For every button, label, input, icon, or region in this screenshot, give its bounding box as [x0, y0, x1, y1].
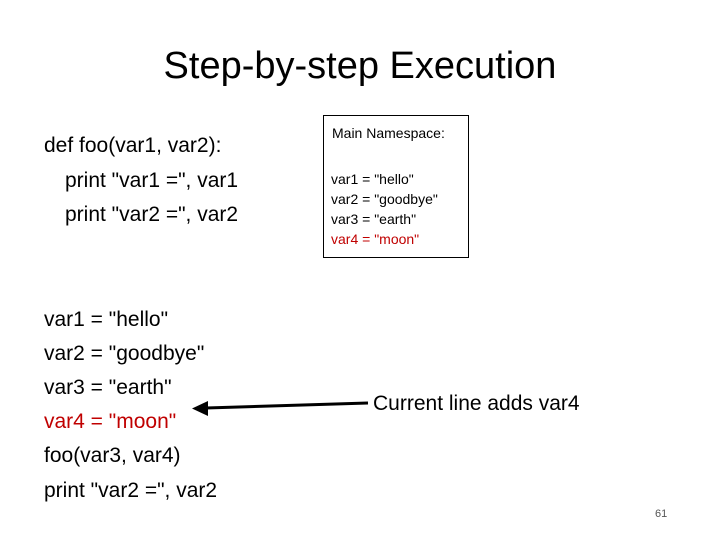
annotation-current-line: Current line adds var4 — [373, 392, 580, 415]
code-line-print-main: print "var2 =", var2 — [44, 479, 218, 502]
code-line-var1: var1 = "hello" — [44, 308, 169, 331]
namespace-entry-var2: var2 = "goodbye" — [331, 191, 438, 207]
code-line-var3: var3 = "earth" — [44, 376, 172, 399]
namespace-entry-var1: var1 = "hello" — [331, 171, 414, 187]
namespace-entry-var4-new: var4 = "moon" — [331, 231, 420, 247]
arrow-head-icon — [192, 401, 208, 416]
code-line-call-foo: foo(var3, var4) — [44, 444, 181, 467]
namespace-entry-var3: var3 = "earth" — [331, 211, 417, 227]
namespace-box: Main Namespace: var1 = "hello" var2 = "g… — [323, 115, 469, 258]
code-line-def: def foo(var1, var2): — [44, 134, 222, 157]
code-line-print-var2: print "var2 =", var2 — [65, 203, 239, 226]
code-line-var2: var2 = "goodbye" — [44, 342, 205, 365]
page-number: 61 — [655, 508, 668, 520]
code-line-print-var1: print "var1 =", var1 — [65, 169, 239, 192]
namespace-title: Main Namespace: — [332, 125, 445, 141]
code-line-var4-current: var4 = "moon" — [44, 410, 177, 433]
arrow-shaft — [205, 401, 369, 410]
slide-title: Step-by-step Execution — [163, 45, 557, 87]
